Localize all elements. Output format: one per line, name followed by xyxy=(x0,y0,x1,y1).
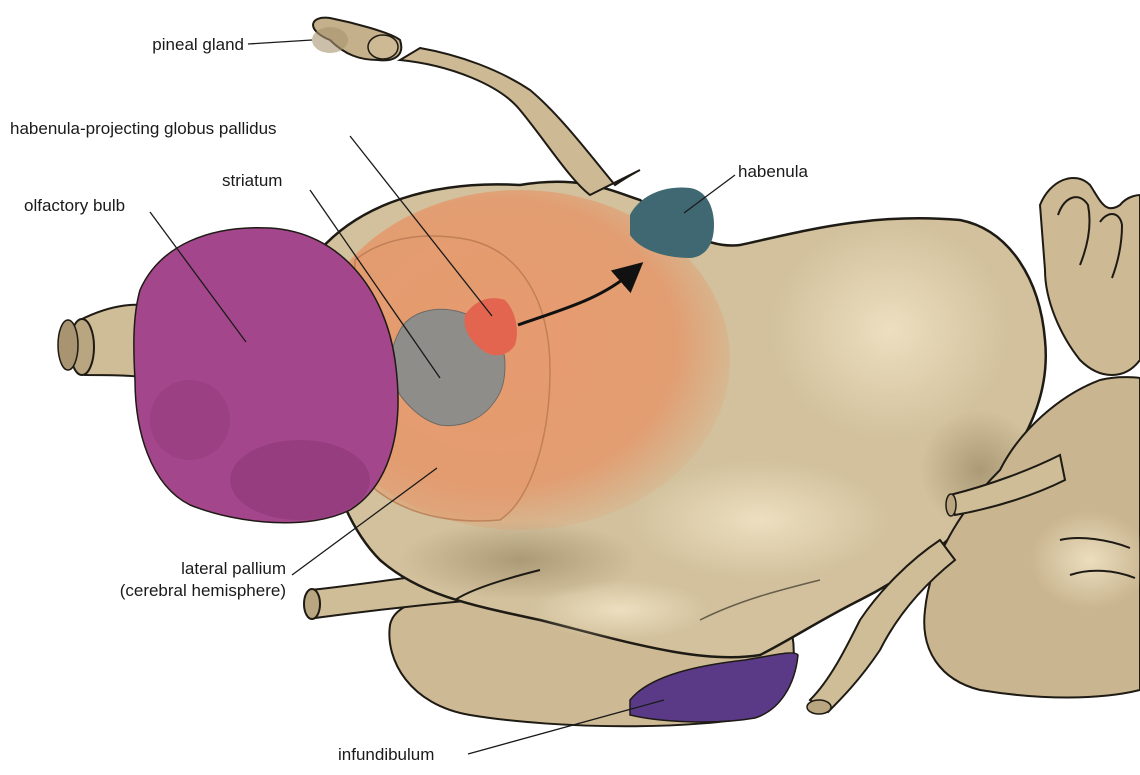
label-habenula: habenula xyxy=(738,161,808,182)
label-lateral-pallium: lateral pallium xyxy=(100,558,286,579)
label-striatum: striatum xyxy=(222,170,282,191)
pineal-gland-leader xyxy=(248,40,312,44)
pineal-stalk xyxy=(400,48,640,195)
label-pineal-gland: pineal gland xyxy=(120,34,244,55)
label-cerebral-hemisphere: (cerebral hemisphere) xyxy=(100,580,286,601)
label-habenula-projecting-globus-pallidus: habenula-projecting globus pallidus xyxy=(10,118,277,139)
cerebellum xyxy=(1040,178,1140,375)
label-infundibulum: infundibulum xyxy=(338,744,434,765)
label-olfactory-bulb: olfactory bulb xyxy=(24,195,125,216)
